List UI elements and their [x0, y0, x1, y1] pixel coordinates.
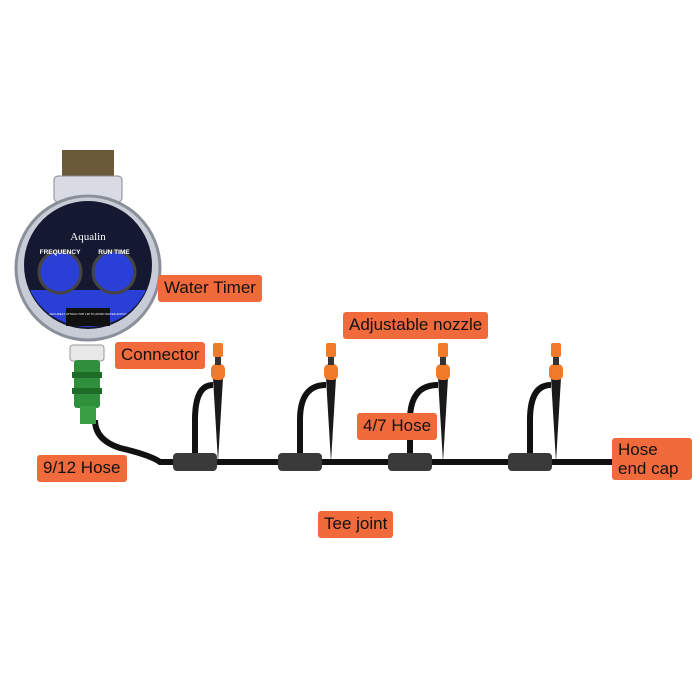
- label-9-12-hose: 9/12 Hose: [37, 455, 127, 482]
- nozzle-stem: [440, 356, 446, 365]
- tee-joint: [388, 453, 432, 471]
- hose-4-7: [192, 382, 214, 458]
- label-adjustable-nozzle: Adjustable nozzle: [343, 312, 489, 339]
- adjustable-nozzle-head: [326, 343, 336, 357]
- label-water-timer: Water Timer: [158, 275, 262, 302]
- timer-notice: SECURELY ATTACH TOP LID TO AVOID WATER E…: [49, 312, 126, 316]
- label-4-7-hose: 4/7 Hose: [357, 413, 438, 440]
- main-hose-9-12: [92, 419, 640, 465]
- tee-joint: [278, 453, 322, 471]
- timer-brand: Aqualin: [70, 231, 106, 243]
- hose-4-7: [297, 382, 327, 458]
- timer-run-time-label: RUN TIME: [98, 249, 130, 256]
- connector: [69, 344, 105, 424]
- nozzle-stem: [215, 356, 221, 365]
- hose-4-7: [527, 382, 552, 458]
- stake: [551, 378, 561, 462]
- nozzle-body: [211, 364, 225, 380]
- water-timer: Aqualin FREQUENCY RUN TIME SECURELY ATTA…: [14, 150, 162, 342]
- nozzle-stem: [328, 356, 334, 365]
- nozzle-body: [436, 364, 450, 380]
- tee-joint: [508, 453, 552, 471]
- stake: [213, 378, 223, 462]
- stake: [438, 378, 448, 462]
- adjustable-nozzle-head: [438, 343, 448, 357]
- adjustable-nozzle-head: [551, 343, 561, 357]
- label-connector: Connector: [115, 342, 206, 369]
- nozzle-body: [549, 364, 563, 380]
- nozzle-stem: [553, 356, 559, 365]
- label-tee-joint: Tee joint: [318, 511, 394, 538]
- stake: [326, 378, 336, 462]
- tee-joint: [173, 453, 217, 471]
- adjustable-nozzle-head: [213, 343, 223, 357]
- nozzle-body: [324, 364, 338, 380]
- label-hose-end-cap: Hose end cap: [612, 438, 692, 480]
- timer-frequency-label: FREQUENCY: [40, 249, 81, 256]
